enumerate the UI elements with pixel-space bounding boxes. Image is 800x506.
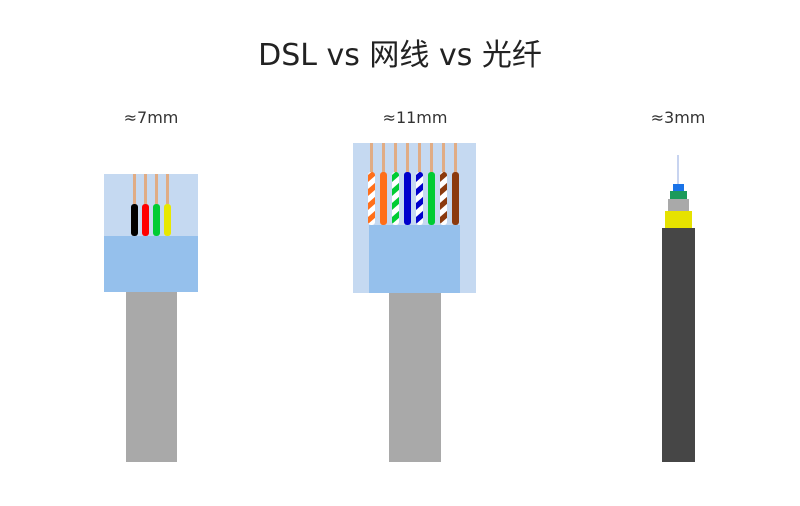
fiber-jacket xyxy=(662,228,695,462)
dsl-wire-black xyxy=(131,204,138,236)
ethernet-pin xyxy=(454,143,457,173)
page-title: DSL vs 网线 vs 光纤 xyxy=(258,38,542,73)
ethernet-pin xyxy=(370,143,373,173)
ethernet-wires xyxy=(368,172,459,225)
dsl-pins xyxy=(133,174,169,204)
fiber-blue-layer xyxy=(673,184,684,192)
dsl-wire-yellow xyxy=(164,204,171,236)
ethernet-connector xyxy=(353,143,476,462)
ethernet-wire-green xyxy=(428,172,435,225)
dsl-wire-green xyxy=(153,204,160,236)
ethernet-pin xyxy=(394,143,397,173)
dsl-pin xyxy=(166,174,169,204)
dsl-pin xyxy=(144,174,147,204)
dsl-plug-top xyxy=(104,174,198,236)
ethernet-wire-blue xyxy=(404,172,411,225)
ethernet-wire-orange-white xyxy=(368,172,375,225)
ethernet-pin xyxy=(418,143,421,173)
ethernet-wire-brown-white xyxy=(440,172,447,225)
ethernet-wire-green-white xyxy=(392,172,399,225)
dsl-pin xyxy=(155,174,158,204)
ethernet-wire-brown xyxy=(452,172,459,225)
ethernet-pin xyxy=(430,143,433,173)
ethernet-size-label: ≈11mm xyxy=(382,108,448,127)
ethernet-pin xyxy=(382,143,385,173)
dsl-connector xyxy=(104,174,198,462)
fiber-core xyxy=(677,155,679,185)
ethernet-pin xyxy=(406,143,409,173)
fiber-yellow-layer xyxy=(665,211,692,229)
dsl-size-label: ≈7mm xyxy=(123,108,179,127)
dsl-wire-red xyxy=(142,204,149,236)
ethernet-cable xyxy=(389,292,441,462)
ethernet-plug-body xyxy=(369,225,460,293)
fiber-connector xyxy=(662,155,695,462)
ethernet-pins xyxy=(370,143,457,173)
fiber-green-layer xyxy=(670,191,687,200)
fiber-size-label: ≈3mm xyxy=(650,108,706,127)
ethernet-pin xyxy=(442,143,445,173)
dsl-wires xyxy=(131,204,171,236)
dsl-pin xyxy=(133,174,136,204)
dsl-plug-body xyxy=(104,236,198,292)
ethernet-wire-orange xyxy=(380,172,387,225)
dsl-cable xyxy=(126,292,177,462)
ethernet-wire-blue-white xyxy=(416,172,423,225)
fiber-gray-layer xyxy=(668,199,689,212)
